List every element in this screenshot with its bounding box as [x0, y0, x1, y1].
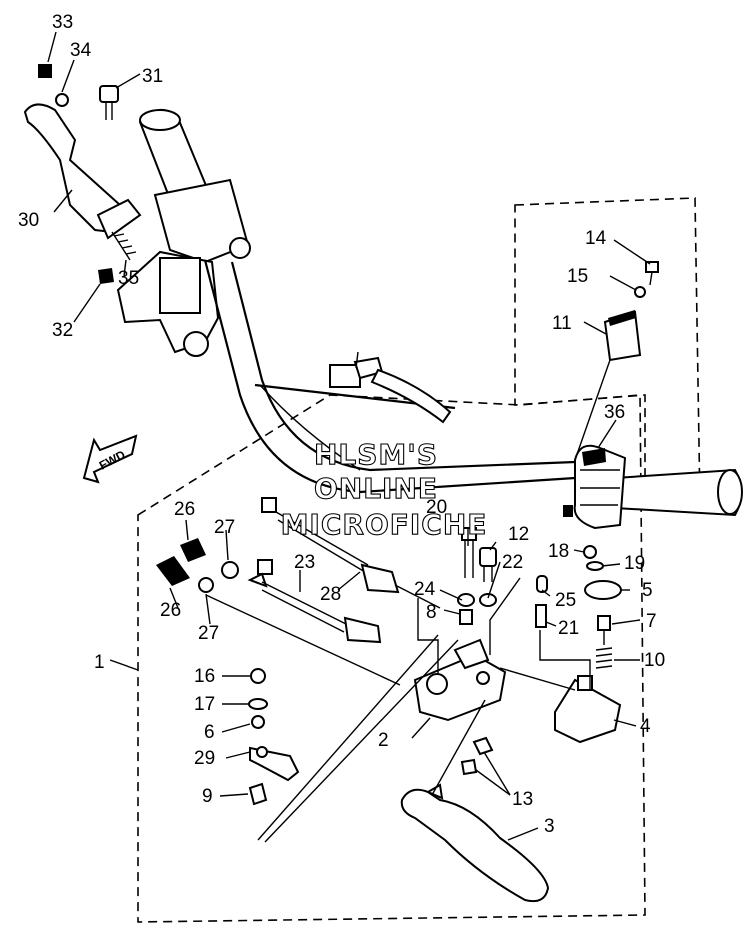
callout-31: 31 — [142, 66, 163, 87]
callout-20: 20 — [426, 497, 447, 518]
callout-25: 25 — [555, 590, 576, 611]
callout-19: 19 — [624, 553, 645, 574]
watermark-line-1: HLSM'S — [314, 438, 438, 471]
switch-body-4 — [554, 675, 622, 744]
callout-18: 18 — [548, 541, 569, 562]
switch-cover-11 — [603, 310, 642, 362]
nut-32 — [98, 268, 114, 284]
bolt-12 — [461, 527, 477, 578]
bolt-31 — [99, 85, 119, 120]
watermark-line-3: MICROFICHE — [281, 508, 488, 541]
lever-30 — [23, 103, 142, 240]
callout-22: 22 — [502, 552, 523, 573]
callout-1: 1 — [94, 652, 105, 673]
washer-15 — [634, 286, 646, 298]
leader-lines — [47, 31, 651, 841]
lever-holder-2 — [413, 638, 507, 722]
locknut-27a — [221, 561, 239, 579]
washer-17 — [248, 698, 268, 710]
callout-15: 15 — [567, 266, 588, 287]
callout-29: 29 — [194, 748, 215, 769]
spring-10 — [595, 647, 613, 669]
callout-28: 28 — [320, 584, 341, 605]
bracket-29 — [249, 746, 300, 782]
callout-13: 13 — [512, 789, 533, 810]
kill-switch — [329, 351, 452, 424]
callout-labels: 1 2 3 4 5 6 7 8 9 10 11 12 13 14 15 16 1… — [18, 12, 665, 837]
callout-24: 24 — [414, 579, 436, 600]
callout-30: 30 — [18, 210, 39, 231]
watermark: HLSM'S ONLINE MICROFICHE — [280, 437, 488, 541]
callout-36: 36 — [604, 402, 625, 423]
washer-34 — [55, 93, 69, 107]
screw-14 — [645, 261, 659, 286]
callout-9: 9 — [202, 786, 213, 807]
screw-18 — [583, 545, 597, 559]
callout-26-upper: 26 — [174, 499, 195, 520]
adjuster-26b — [156, 556, 190, 586]
callout-14: 14 — [585, 228, 607, 249]
switch-housing-36 — [563, 444, 627, 530]
washer-22 — [479, 593, 497, 607]
callout-7: 7 — [646, 611, 657, 632]
callout-27-lower: 27 — [198, 623, 219, 644]
spring-35 — [111, 231, 137, 261]
callout-6: 6 — [204, 722, 215, 743]
assembly-guide-lines — [205, 359, 611, 843]
callout-2: 2 — [378, 730, 389, 751]
callout-17: 17 — [194, 694, 215, 715]
callout-16: 16 — [194, 666, 215, 687]
washer-19 — [586, 561, 604, 571]
callout-12: 12 — [508, 524, 529, 545]
locknut-27b — [198, 577, 214, 593]
callout-3: 3 — [544, 816, 555, 837]
plunger-7 — [597, 615, 611, 645]
cable-23 — [247, 559, 382, 644]
bolt-33 — [38, 64, 52, 78]
bushing-9 — [248, 782, 268, 806]
adjuster-26a — [180, 538, 206, 562]
washer-6 — [251, 715, 265, 729]
callout-23: 23 — [294, 552, 315, 573]
callout-26-lower: 26 — [160, 600, 181, 621]
pin-21 — [535, 604, 547, 628]
lever-3 — [400, 783, 550, 903]
plate-5 — [584, 580, 622, 600]
washer-24 — [457, 593, 475, 607]
callout-32: 32 — [52, 320, 73, 341]
callout-34: 34 — [70, 40, 92, 61]
forward-arrow-icon: FWD — [82, 434, 138, 484]
collar-8 — [459, 609, 473, 625]
callout-8: 8 — [426, 602, 437, 623]
cable-28 — [261, 497, 441, 609]
callout-11: 11 — [552, 313, 572, 334]
assembly-1-boundary — [137, 394, 646, 923]
callout-5: 5 — [642, 580, 653, 601]
screw-16 — [250, 668, 266, 684]
pin-12b — [479, 547, 497, 582]
callout-27-upper: 27 — [214, 517, 235, 538]
callout-10: 10 — [644, 650, 665, 671]
handlebar — [116, 109, 743, 517]
callout-35: 35 — [118, 268, 139, 289]
callout-4: 4 — [640, 716, 651, 737]
callout-21: 21 — [558, 618, 579, 639]
nut-13 — [460, 736, 494, 776]
watermark-line-2: ONLINE — [314, 472, 438, 505]
pin-25 — [536, 575, 548, 593]
callout-33: 33 — [52, 12, 73, 33]
